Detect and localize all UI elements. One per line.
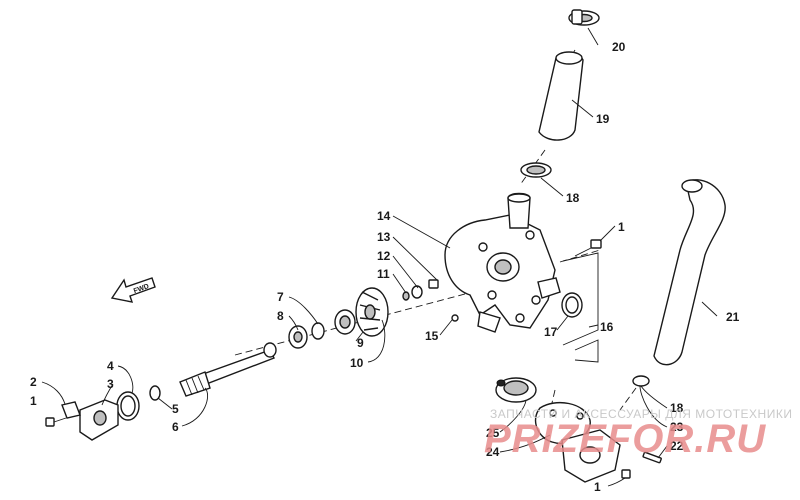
callout-25: 25 xyxy=(486,426,500,440)
watermark-tagline: ЗАПЧАСТИ И АКСЕССУАРЫ ДЛЯ МОТОТЕХНИКИ xyxy=(490,407,792,421)
callout-10: 10 xyxy=(350,356,364,370)
callout-12: 12 xyxy=(377,249,391,263)
callout-7: 7 xyxy=(277,290,284,304)
callout-16: 16 xyxy=(600,320,614,334)
callout-19: 19 xyxy=(596,112,610,126)
callouts: 20 19 18 1 21 14 13 12 11 15 17 16 7 8 9… xyxy=(30,40,740,494)
watermark-site: PRIZEFOR.RU xyxy=(484,417,766,461)
callout-6: 6 xyxy=(172,420,179,434)
bolt-1-lower xyxy=(621,469,631,479)
thermostat-25 xyxy=(495,377,537,403)
large-hose-21 xyxy=(653,179,726,366)
small-parts-11-13 xyxy=(402,279,459,322)
watermark: ЗАПЧАСТИ И АКСЕССУАРЫ ДЛЯ МОТОТЕХНИКИ PR… xyxy=(484,407,792,461)
callout-14: 14 xyxy=(377,209,391,223)
bracket-2 xyxy=(61,401,81,419)
seal-8 xyxy=(334,309,356,335)
callout-11: 11 xyxy=(377,267,390,281)
callout-1-upper: 1 xyxy=(618,220,625,234)
callout-9: 9 xyxy=(357,336,364,350)
bolt-1-left xyxy=(45,417,67,427)
callout-18-upper: 18 xyxy=(566,191,580,205)
hose-clamp-18-lower xyxy=(632,375,650,387)
washer-5 xyxy=(149,385,161,401)
thermostat-cover xyxy=(561,429,621,483)
bolt-22 xyxy=(642,451,662,464)
callout-13: 13 xyxy=(377,230,391,244)
callout-5: 5 xyxy=(172,402,179,416)
callout-20: 20 xyxy=(612,40,626,54)
o-ring-17 xyxy=(561,292,583,318)
callout-3: 3 xyxy=(107,377,114,391)
callout-4: 4 xyxy=(107,359,114,373)
callout-18-lower: 18 xyxy=(670,401,684,415)
callout-1-left: 1 xyxy=(30,394,37,408)
callout-24: 24 xyxy=(486,445,500,459)
callout-15: 15 xyxy=(425,329,439,343)
callout-21: 21 xyxy=(726,310,740,324)
pump-housing-14 xyxy=(444,192,561,333)
callout-23: 23 xyxy=(670,420,684,434)
o-ring-4 xyxy=(116,391,140,421)
bearing xyxy=(288,325,308,349)
callout-2: 2 xyxy=(30,375,37,389)
upper-hose-19 xyxy=(538,51,584,141)
snap-ring-7 xyxy=(311,322,325,340)
impeller-9 xyxy=(355,287,389,337)
hose-clamp-20 xyxy=(568,9,600,26)
callout-22: 22 xyxy=(670,439,684,453)
leader-lines xyxy=(41,27,718,487)
shaft-6 xyxy=(179,342,277,397)
bolt-1-upper xyxy=(574,239,602,257)
hose-clamp-18-upper xyxy=(520,162,552,178)
callout-1-lower: 1 xyxy=(594,480,601,494)
cover-3 xyxy=(79,399,119,441)
callout-8: 8 xyxy=(277,309,284,323)
fwd-direction-arrow: FWD xyxy=(110,277,156,303)
callout-17: 17 xyxy=(544,325,558,339)
